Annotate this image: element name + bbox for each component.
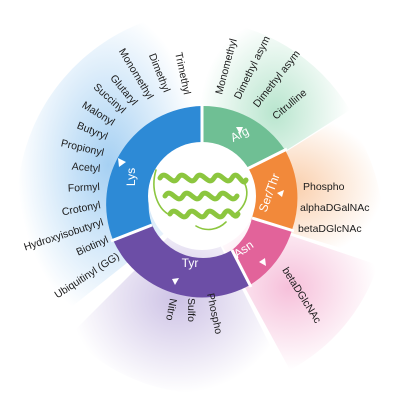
segment-serthr [245, 150, 298, 230]
segment-tyr [113, 225, 250, 298]
pointer-lys [118, 158, 126, 167]
glow-lys [17, 10, 200, 320]
lys-label: Acetyl [71, 161, 101, 175]
separator [244, 147, 288, 172]
pointer-serthr [277, 190, 284, 197]
tyr-label: Nitro [163, 297, 179, 321]
segment-arg [202, 105, 285, 170]
glow-tyr [70, 205, 285, 394]
separator [110, 223, 153, 243]
segment-asn [232, 218, 292, 285]
pointer-asn [259, 258, 266, 266]
pointer-arg [236, 127, 243, 134]
separator [230, 249, 253, 288]
serthr-modification-labels: Phospho alphaDGalNAc betaDGlcNAc [298, 181, 369, 235]
serthr-label: Phospho [303, 181, 345, 193]
segment-label-tyr: Tyr [182, 256, 199, 270]
pointer-tyr [172, 278, 179, 285]
serthr-label: betaDGlcNAc [298, 223, 362, 235]
separator [251, 216, 295, 233]
lys-label: Formyl [67, 181, 100, 195]
ring-pointers [118, 127, 284, 285]
serthr-label: alphaDGalNAc [300, 202, 369, 214]
segment-label-lys: Lys [124, 168, 138, 186]
tyr-label: Sulfo [185, 298, 197, 322]
protein-structure-icon [153, 169, 249, 231]
